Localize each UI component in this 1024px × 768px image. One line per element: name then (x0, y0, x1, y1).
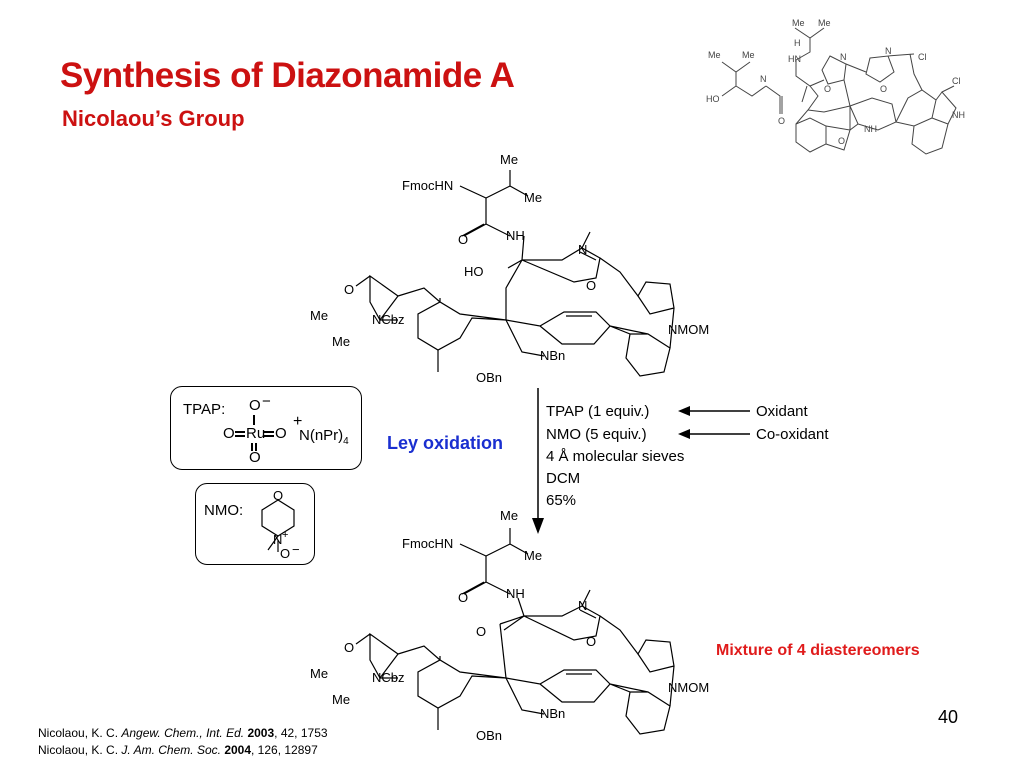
target-label: Cl (918, 52, 927, 62)
tpap-double-bond (251, 443, 253, 451)
role-co-oxidant: Co-oxidant (756, 426, 829, 443)
target-label: N (885, 46, 892, 56)
tpap-plus: + (293, 413, 303, 430)
target-molecule-diazonamide-a: Me Me H HN Me Me N N Cl O O N HO O Cl NH… (706, 18, 965, 155)
product-label: OBn (476, 728, 502, 743)
condition-nmo: NMO (5 equiv.) (546, 426, 647, 443)
product-label: O (476, 624, 486, 639)
nmo-n: N (273, 532, 282, 547)
sm-label: O (458, 232, 468, 247)
condition-yield: 65% (546, 492, 577, 509)
tpap-structure-box: TPAP: O − O Ru O O + N(nPr)4 (170, 386, 362, 470)
reaction-arrow (532, 388, 544, 534)
sm-label: Me (332, 334, 350, 349)
slide-number: 40 (938, 707, 959, 727)
sm-label: NBn (540, 348, 565, 363)
slide-subtitle: Nicolaou’s Group (62, 106, 245, 131)
tpap-o-top: O (249, 397, 261, 414)
tpap-o-right: O (275, 425, 287, 442)
sm-label: NCbz (372, 312, 405, 327)
target-label: Me (792, 18, 805, 28)
nmo-o-minus: O (280, 546, 290, 561)
tpap-ru: Ru (246, 425, 266, 442)
reference-1: Nicolaou, K. C. Angew. Chem., Int. Ed. 2… (38, 726, 328, 740)
product-label: NCbz (372, 670, 405, 685)
tpap-minus: − (262, 393, 271, 410)
nmo-o: O (273, 488, 283, 503)
tpap-o-left: O (223, 425, 235, 442)
product-label: NMOM (668, 680, 709, 695)
reference-2: Nicolaou, K. C. J. Am. Chem. Soc. 2004, … (38, 743, 318, 757)
condition-sieves: 4 Å molecular sieves (546, 448, 685, 465)
product-label: O (586, 634, 596, 649)
sm-label: NH (506, 228, 525, 243)
tpap-double-bond (264, 431, 274, 433)
target-label: NH (952, 110, 965, 120)
target-label: HO (706, 94, 720, 104)
starting-material-structure: FmocHN Me Me O NH HO N O O Me NCbz Me NM… (310, 152, 709, 385)
nmo-label: NMO: (204, 502, 244, 519)
sm-label: N (578, 242, 587, 257)
product-label: Me (310, 666, 328, 681)
sm-label: O (344, 282, 354, 297)
tpap-o-bottom: O (249, 449, 261, 466)
reaction-name: Ley oxidation (387, 433, 504, 453)
tpap-bond (253, 415, 255, 425)
condition-solvent: DCM (546, 470, 581, 487)
sm-label: NMOM (668, 322, 709, 337)
tpap-label: TPAP: (183, 401, 226, 418)
nmo-minus: − (292, 542, 300, 557)
tpap-double-bond (235, 431, 245, 433)
nmo-structure-box: NMO: O N + O − (195, 483, 315, 565)
product-label: FmocHN (402, 536, 453, 551)
target-label: Me (742, 50, 755, 60)
role-oxidant: Oxidant (756, 403, 808, 420)
sm-label: Me (310, 308, 328, 323)
product-label: O (458, 590, 468, 605)
target-label: N (760, 74, 767, 84)
sm-label: Me (500, 152, 518, 167)
role-arrows (678, 406, 750, 439)
slide-title: Synthesis of Diazonamide A (60, 56, 515, 95)
target-label: HN (788, 54, 801, 64)
product-structure: FmocHN Me Me O NH O N O O Me NCbz Me NMO… (310, 508, 709, 743)
product-label: Me (332, 692, 350, 707)
sm-label: FmocHN (402, 178, 453, 193)
nmo-ring: O N + O − (261, 488, 300, 561)
product-label: N (578, 598, 587, 613)
sm-label: HO (464, 264, 484, 279)
tpap-cation: N(nPr)4 (299, 427, 349, 447)
target-label: O (838, 136, 845, 146)
product-label: NH (506, 586, 525, 601)
condition-tpap: TPAP (1 equiv.) (546, 403, 650, 420)
target-label: Me (818, 18, 831, 28)
target-label: O (880, 84, 887, 94)
sm-label: Me (524, 190, 542, 205)
sm-label: O (586, 278, 596, 293)
product-label: Me (500, 508, 518, 523)
target-label: Me (708, 50, 721, 60)
product-label: NBn (540, 706, 565, 721)
target-label: Cl (952, 76, 961, 86)
target-label: O (824, 84, 831, 94)
target-label: O (778, 116, 785, 126)
diastereomer-note: Mixture of 4 diastereomers (716, 642, 920, 659)
target-label: H (794, 38, 801, 48)
target-label: NH (864, 124, 877, 134)
product-label: Me (524, 548, 542, 563)
product-label: O (344, 640, 354, 655)
nmo-plus: + (282, 529, 288, 541)
target-label: N (840, 52, 847, 62)
sm-label: OBn (476, 370, 502, 385)
